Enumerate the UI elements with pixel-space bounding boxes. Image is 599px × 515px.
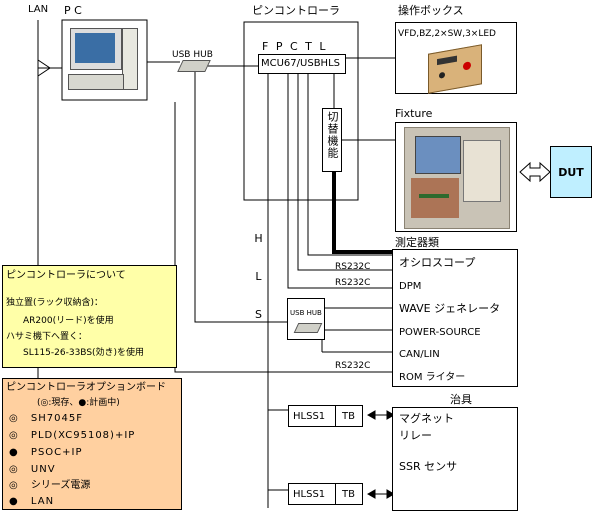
dut-box: DUT [550,146,592,198]
option-item-mark: ● [9,496,18,507]
tb-top-label: TB [342,411,355,422]
option-item: ◎ SH7045F [9,413,83,425]
option-item-text: LAN [30,496,55,507]
instrument-item: ROM ライター [399,372,466,383]
option-item-mark: ● [9,447,18,458]
hlss1-bottom-box: HLSS1 [288,483,336,505]
instrument-item: オシロスコープ [399,256,476,269]
option-item-text: UNV [30,464,56,475]
jig-title: 治具 [450,393,472,406]
usb-hub-mid-icon [293,323,323,333]
pc-computer-icon [68,26,140,96]
jig-item: リレー [399,429,432,442]
operation-box-device-icon [428,44,482,94]
option-item-mark: ◎ [9,464,18,475]
note-line: 独立置(ラック収納含)： [6,298,104,308]
measuring-instruments-box: オシロスコープ DPM WAVE ジェネレータ POWER-SOURCE CAN… [392,249,518,387]
option-board-note: ピンコントローラオプションボード (◎:現存、●:計画中) ◎ SH7045F … [2,378,182,510]
option-item-text: PSOC+IP [30,447,83,458]
option-item-text: PLD(XC95108)+IP [30,430,136,441]
option-item: ● LAN [9,496,54,508]
hls-label: H L S [252,232,265,327]
option-board-title: ピンコントローラオプションボード [6,382,166,393]
dut-label: DUT [558,165,584,179]
usb-hub-top-label: USB HUB [172,50,213,60]
option-item: ◎ UNV [9,464,56,476]
fixture-box [395,122,517,232]
usb-hub-mid-box: USB HUB [287,298,325,340]
option-item-mark: ◎ [9,413,18,424]
option-item: ● PSOC+IP [9,447,83,459]
option-item-text: SH7045F [30,413,83,424]
rs232c-label: RS232C [335,262,371,272]
lan-label: LAN [28,4,49,15]
instrument-item: CAN/LIN [399,349,440,360]
mcu-label: MCU67/USBHLS [261,58,340,69]
operation-box-spec: VFD,BZ,2×SW,3×LED [398,29,496,39]
option-item: ◎ PLD(XC95108)+IP [9,430,135,442]
hlss1-top-box: HLSS1 [288,405,336,427]
switch-function-box: 切替機能 [322,108,342,172]
tb-bottom-label: TB [342,489,355,500]
instrument-item: POWER-SOURCE [399,327,481,338]
note-line: ハサミ機下へ置く： [6,332,88,342]
jig-item: マグネット [399,412,454,425]
fixture-photo [404,127,510,229]
hlss1-top-label: HLSS1 [293,411,326,422]
option-item-mark: ◎ [9,480,18,491]
option-item-mark: ◎ [9,430,18,441]
switch-function-label: 切替機能 [326,111,339,159]
pin-controller-note-title: ピンコントローラについて [6,270,126,281]
pin-controller-note: ピンコントローラについて 独立置(ラック収納含)： AR200(リード)を使用 … [2,265,177,368]
mcu-box: MCU67/USBHLS [258,54,346,74]
operation-box: VFD,BZ,2×SW,3×LED [395,22,517,94]
jig-box: マグネット リレー SSR センサ [392,407,518,511]
note-line: SL115-26-33BS(効き)を使用 [23,348,145,358]
rs232c-label: RS232C [335,278,371,288]
instrument-item: WAVE ジェネレータ [399,302,501,315]
instrument-item: DPM [399,281,422,292]
pc-label: P C [64,4,82,17]
note-line: AR200(リード)を使用 [23,316,114,326]
fpctl-label: F P C T L [262,40,328,53]
option-board-legend: (◎:現存、●:計画中) [37,398,120,408]
jig-item: SSR センサ [399,460,458,473]
fixture-title: Fixture [395,107,433,120]
usb-hub-top-icon [177,60,211,72]
tb-top-box: TB [335,405,363,427]
pin-controller-title: ピンコントローラ [252,4,340,17]
usb-hub-mid-label: USB HUB [290,309,322,317]
option-item-text: シリーズ電源 [30,480,91,491]
rs232c-label: RS232C [335,361,371,371]
tb-bottom-box: TB [335,483,363,505]
hlss1-bottom-label: HLSS1 [293,489,326,500]
option-item: ◎ シリーズ電源 [9,480,90,492]
operation-box-title: 操作ボックス [398,4,464,17]
measuring-instruments-title: 測定器類 [395,236,439,249]
